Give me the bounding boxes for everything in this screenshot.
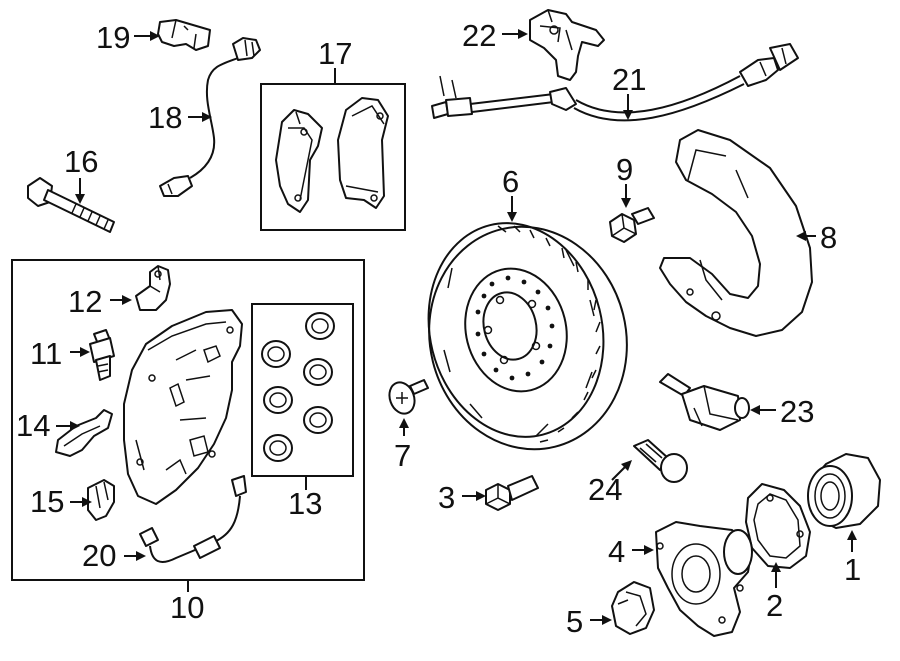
callout-7: 7	[394, 438, 411, 473]
part-5-hub-nut	[611, 581, 655, 635]
part-23-abs-sensor	[659, 373, 750, 431]
callout-15: 15	[30, 484, 64, 519]
part-15-clip	[87, 479, 115, 521]
callout-18: 18	[148, 100, 182, 135]
callout-3: 3	[438, 480, 455, 515]
callout-2: 2	[766, 588, 783, 623]
callout-labels: 19 18 16 17 22 21 9 6 8 7 3 23 24 1 2 4 …	[16, 18, 861, 639]
callout-5: 5	[566, 604, 583, 639]
part-1-wheel-bearing	[807, 453, 881, 529]
part-7-screw	[388, 379, 429, 415]
callout-13: 13	[288, 486, 322, 521]
part-2-gasket	[745, 483, 811, 569]
callout-23: 23	[780, 394, 814, 429]
callout-11: 11	[30, 336, 62, 371]
part-3-bolt	[485, 475, 539, 511]
part-11-bleeder-screw	[89, 329, 115, 381]
callout-17: 17	[318, 36, 352, 71]
part-6-brake-rotor	[427, 222, 628, 451]
part-19-bracket-clip	[157, 19, 211, 51]
part-4-hub-carrier	[655, 521, 753, 637]
callout-14: 14	[16, 408, 50, 443]
callout-1: 1	[844, 552, 861, 587]
part-24-stud	[633, 439, 688, 483]
callout-6: 6	[502, 164, 519, 199]
part-12-caliper-bracket	[135, 265, 171, 311]
callout-10: 10	[170, 590, 204, 625]
part-17-brake-pads	[275, 97, 389, 213]
part-16-bolt	[27, 177, 115, 233]
callout-20: 20	[82, 538, 116, 573]
callout-4: 4	[608, 534, 625, 569]
callout-22: 22	[462, 18, 496, 53]
part-8-splash-shield	[659, 129, 813, 337]
pad-set-box	[260, 83, 406, 231]
callout-21: 21	[612, 62, 646, 97]
part-9-bolt	[609, 207, 655, 243]
callout-16: 16	[64, 144, 98, 179]
callout-24: 24	[588, 472, 622, 507]
leader-lines	[56, 29, 857, 625]
seal-kit-box	[251, 303, 354, 477]
part-14-spring-clip	[55, 409, 113, 457]
part-21-brake-hose	[431, 43, 799, 122]
part-20-brake-line	[139, 475, 247, 563]
part-13-seal-rings	[261, 312, 335, 462]
part-22-bracket	[529, 9, 605, 81]
part-10-brake-caliper	[123, 309, 243, 505]
part-18-wear-sensor	[159, 37, 261, 197]
callout-12: 12	[68, 284, 102, 319]
callout-19: 19	[96, 20, 130, 55]
callout-8: 8	[820, 220, 837, 255]
callout-9: 9	[616, 152, 633, 187]
